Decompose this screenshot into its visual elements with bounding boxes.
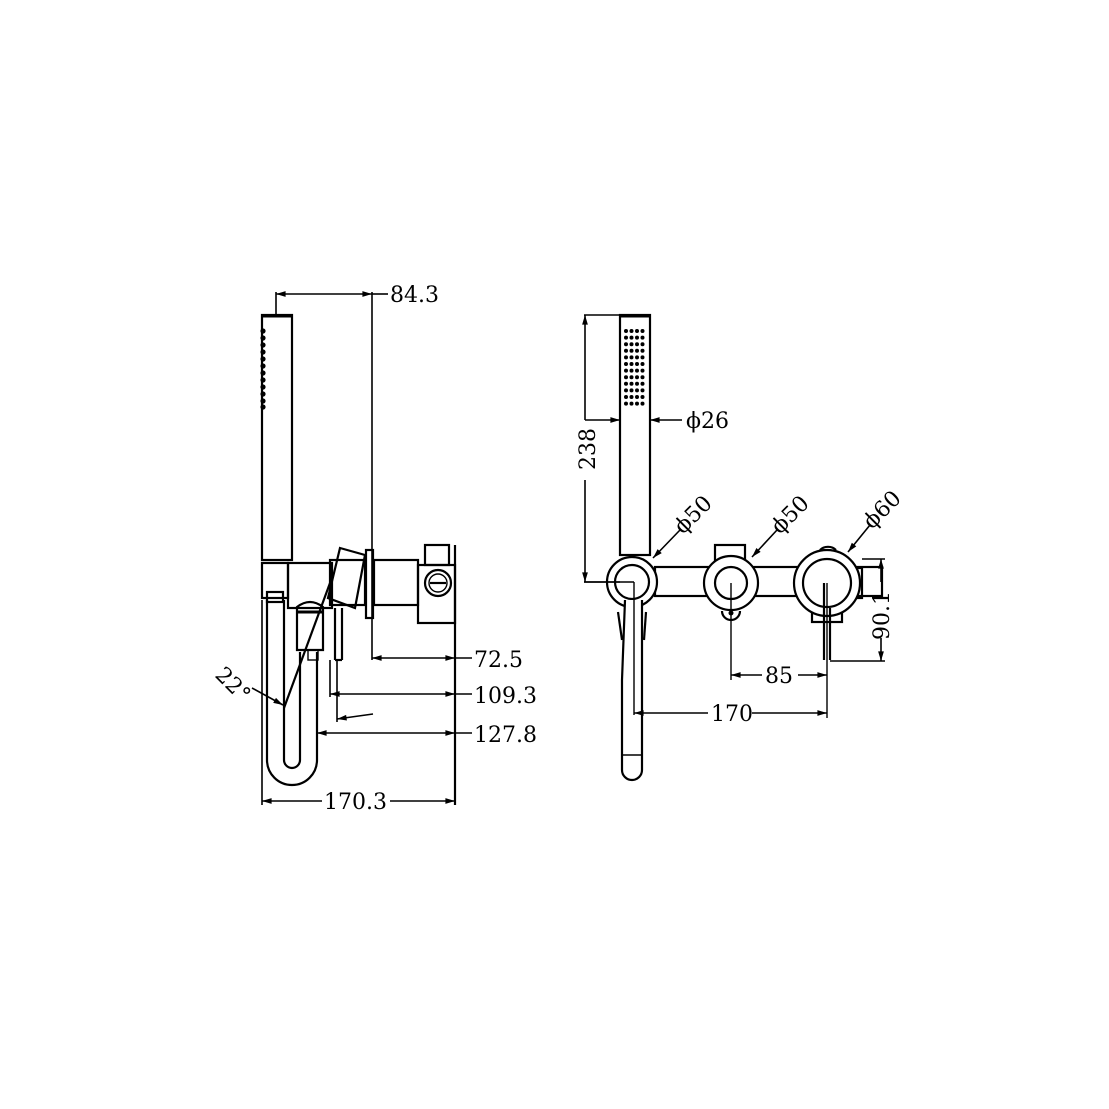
dimension-phi-50-mid: ϕ50 — [751, 491, 815, 558]
dim-label-phi-60: ϕ60 — [859, 486, 907, 534]
dim-label-angle: 22° — [210, 663, 255, 708]
spray-nozzles-side — [260, 328, 266, 410]
dimension-84-3: 84.3 — [275, 283, 439, 618]
dim-label-90-1: 90.1 — [870, 591, 895, 640]
hand-shower-side — [260, 313, 319, 787]
dim-label-170: 170 — [711, 702, 753, 727]
dimension-85: 85 — [731, 664, 827, 689]
dim-label-109-3: 109.3 — [474, 684, 537, 709]
front-view: 238 ϕ26 ϕ50 ϕ50 ϕ60 90.1 85 — [576, 313, 907, 782]
dim-label-170-3: 170.3 — [324, 790, 387, 815]
mixer-body-side — [364, 543, 457, 805]
dim-label-238: 238 — [576, 428, 601, 470]
dimension-phi-60: ϕ60 — [847, 486, 907, 553]
dimension-phi-50-left: ϕ50 — [652, 491, 718, 559]
diverter-knob-side — [326, 546, 367, 662]
hand-shower-front — [618, 313, 652, 557]
mixer-plate-front — [792, 545, 864, 718]
dim-label-phi-50-a: ϕ50 — [670, 491, 718, 539]
dim-label-phi-50-b: ϕ50 — [767, 491, 815, 539]
dimension-phi-26: ϕ26 — [585, 409, 729, 434]
diverter-plate-front — [702, 543, 760, 680]
side-view: 84.3 72.5 109.3 127.8 170.3 — [210, 283, 537, 815]
dimension-170-3: 170.3 — [261, 600, 455, 815]
dimension-angle-22: 22° — [210, 663, 284, 708]
dim-label-84-3: 84.3 — [390, 283, 439, 308]
dim-label-127-8: 127.8 — [474, 723, 537, 748]
dimension-90-1: 90.1 — [830, 558, 895, 662]
dim-label-72-5: 72.5 — [474, 648, 523, 673]
dimension-170: 170 — [634, 702, 827, 727]
dimension-238: 238 — [576, 314, 620, 583]
holder-plate-front — [584, 555, 659, 782]
dimension-127-8: 127.8 — [317, 723, 537, 748]
dimension-109-3: 109.3 — [329, 660, 537, 709]
wall-holder-side — [282, 561, 334, 709]
spray-nozzles-front — [624, 329, 645, 406]
dim-label-85: 85 — [765, 664, 793, 689]
dimension-minor-arrow — [336, 660, 374, 722]
dimension-72-5: 72.5 — [371, 618, 523, 673]
dim-label-phi-26: ϕ26 — [686, 409, 729, 434]
